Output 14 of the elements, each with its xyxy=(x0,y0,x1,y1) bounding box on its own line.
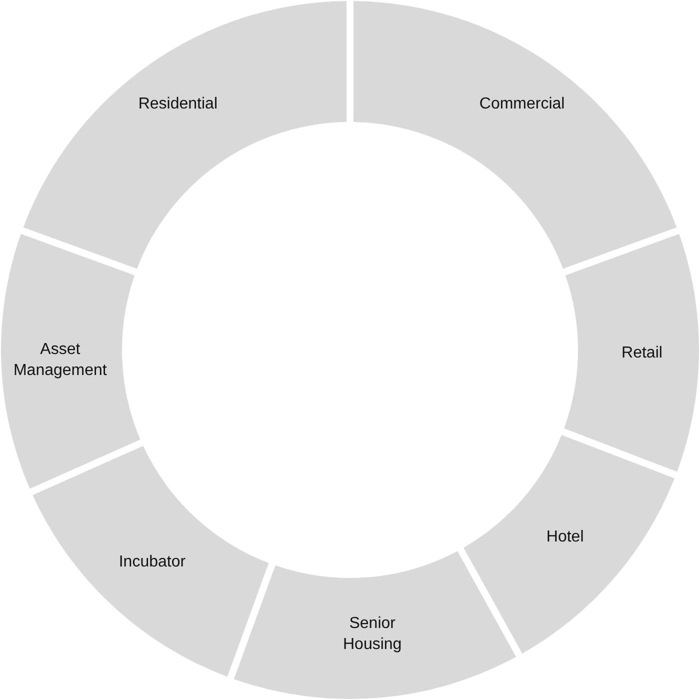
segment-label: Asset Management xyxy=(12,340,108,382)
segment-label: Commercial xyxy=(478,94,566,115)
ring-segment xyxy=(33,445,269,677)
ring-segment xyxy=(1,235,141,488)
segment-label: Senior Housing xyxy=(342,614,403,656)
segment-label: Retail xyxy=(620,343,664,364)
segment-label: Incubator xyxy=(118,552,187,573)
ring-segment xyxy=(23,1,347,269)
ring-segment xyxy=(463,434,674,653)
segment-label: Residential xyxy=(137,94,218,115)
ring-segment xyxy=(353,1,677,269)
segment-label: Hotel xyxy=(545,527,585,548)
ring-segment xyxy=(564,235,699,471)
ring-segment xyxy=(235,551,515,699)
